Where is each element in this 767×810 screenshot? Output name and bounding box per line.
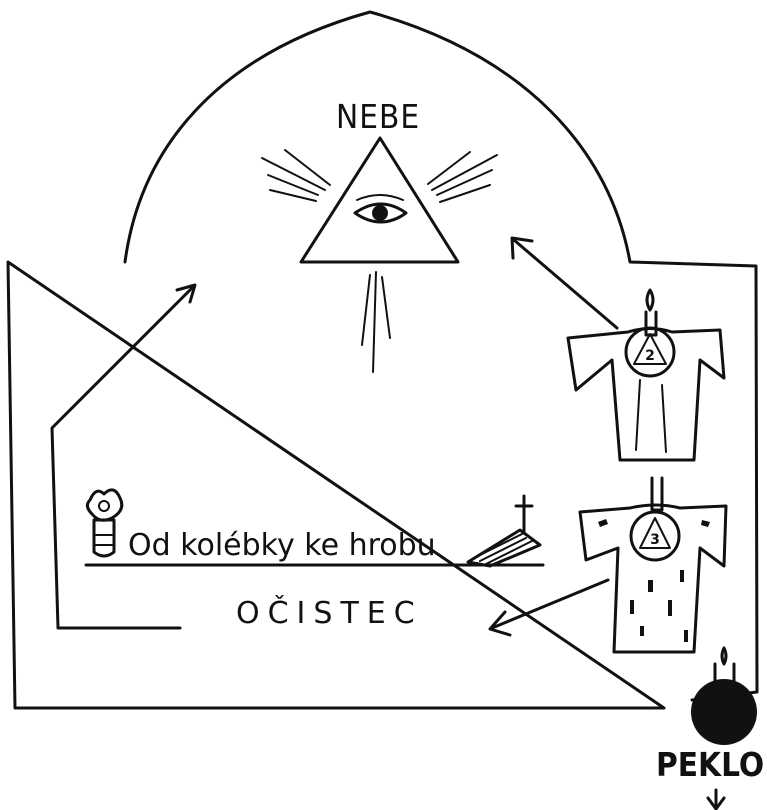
ascent-arrow-left bbox=[52, 285, 195, 628]
grave-with-cross-icon bbox=[468, 496, 540, 566]
heaven-label: NEBE bbox=[336, 100, 420, 133]
eye-of-providence-icon bbox=[262, 138, 497, 372]
robe-figure-icon: 2 bbox=[568, 290, 724, 460]
robe-figure-icon: 3 bbox=[580, 478, 726, 652]
lower-robe-number: 3 bbox=[650, 532, 660, 548]
purgatory-label: OČISTEC bbox=[236, 599, 423, 629]
descent-arrow-purgatory bbox=[490, 580, 608, 635]
descent-arrow-hell bbox=[708, 790, 724, 809]
black-sphere-icon bbox=[691, 648, 757, 745]
motto-label: Od kolébky ke hrobu bbox=[128, 531, 436, 561]
flower-pot-icon bbox=[87, 490, 121, 556]
upper-robe-number: 2 bbox=[645, 348, 655, 364]
hell-label: PEKLO bbox=[656, 748, 764, 781]
ascent-arrow-right bbox=[512, 238, 617, 328]
